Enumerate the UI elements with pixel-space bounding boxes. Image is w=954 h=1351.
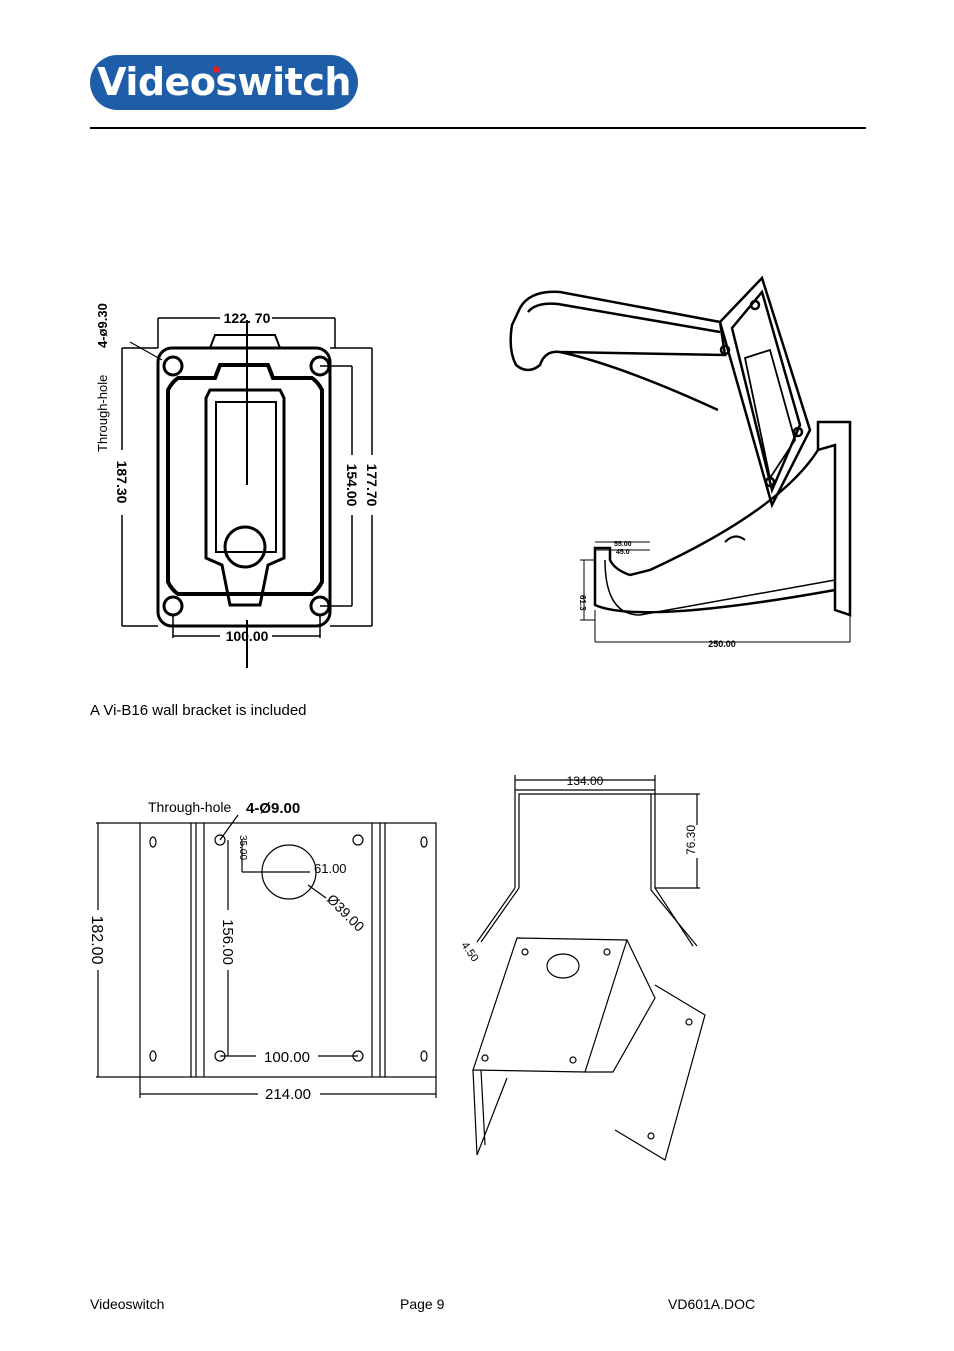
- bent-dim-134: 134.00: [567, 774, 604, 788]
- logo-text: Videoswitch: [97, 60, 351, 104]
- flat-hole-spec-label: 4-Ø9.00: [246, 800, 300, 817]
- header-rule: [90, 127, 866, 129]
- flat-dim-61: 61.00: [314, 861, 347, 876]
- flat-dim-35: 35.00: [237, 835, 248, 860]
- flat-dim-214: 214.00: [265, 1086, 311, 1103]
- dim-left-label: 187.30: [114, 461, 130, 504]
- bent-dim-76: 76.30: [684, 825, 698, 855]
- flat-through-hole-label: Through-hole: [148, 799, 231, 815]
- arm-dim-length: 250.00: [708, 639, 736, 649]
- bracket-caption: A Vi-B16 wall bracket is included: [90, 702, 307, 719]
- dim-outer-right-label: 177.70: [364, 464, 380, 507]
- dim-inner-right-label: 154.00: [344, 464, 360, 507]
- flat-dim-100: 100.00: [264, 1049, 310, 1066]
- flat-bracket-drawing: Through-hole 4-Ø9.00 35.00 61.00 Ø39.00 …: [88, 799, 437, 1103]
- flat-dim-156: 156.00: [219, 919, 236, 965]
- bent-bracket-drawing: 134.00 76.30 4.50: [459, 774, 706, 1161]
- footer-page-number: Page 9: [400, 1296, 445, 1312]
- footer-document: VD601A.DOC: [668, 1296, 756, 1312]
- mounting-plate-drawing: 122. 70 100.00 187.30 154.00 177.70 Thro…: [95, 303, 380, 668]
- arm-dim-b: 45.0: [616, 549, 630, 556]
- logo-dot: [213, 66, 220, 73]
- bent-dim-4: 4.50: [459, 940, 481, 964]
- company-logo: Videoswitch: [90, 55, 358, 110]
- flat-dim-39: Ø39.00: [324, 891, 368, 935]
- arm-dim-side: 61.3: [578, 595, 587, 611]
- dim-top-label: 122. 70: [224, 310, 271, 326]
- dim-bottom-label: 100.00: [226, 628, 269, 644]
- footer-company: Videoswitch: [90, 1296, 165, 1312]
- flat-dim-182: 182.00: [88, 916, 105, 965]
- wall-arm-drawing: 55.00 45.0 61.3 250.00: [509, 275, 852, 649]
- arm-dim-a: 55.00: [614, 541, 632, 548]
- through-hole-label: Through-hole: [95, 375, 110, 452]
- hole-spec-label: 4-ø9.30: [95, 303, 110, 348]
